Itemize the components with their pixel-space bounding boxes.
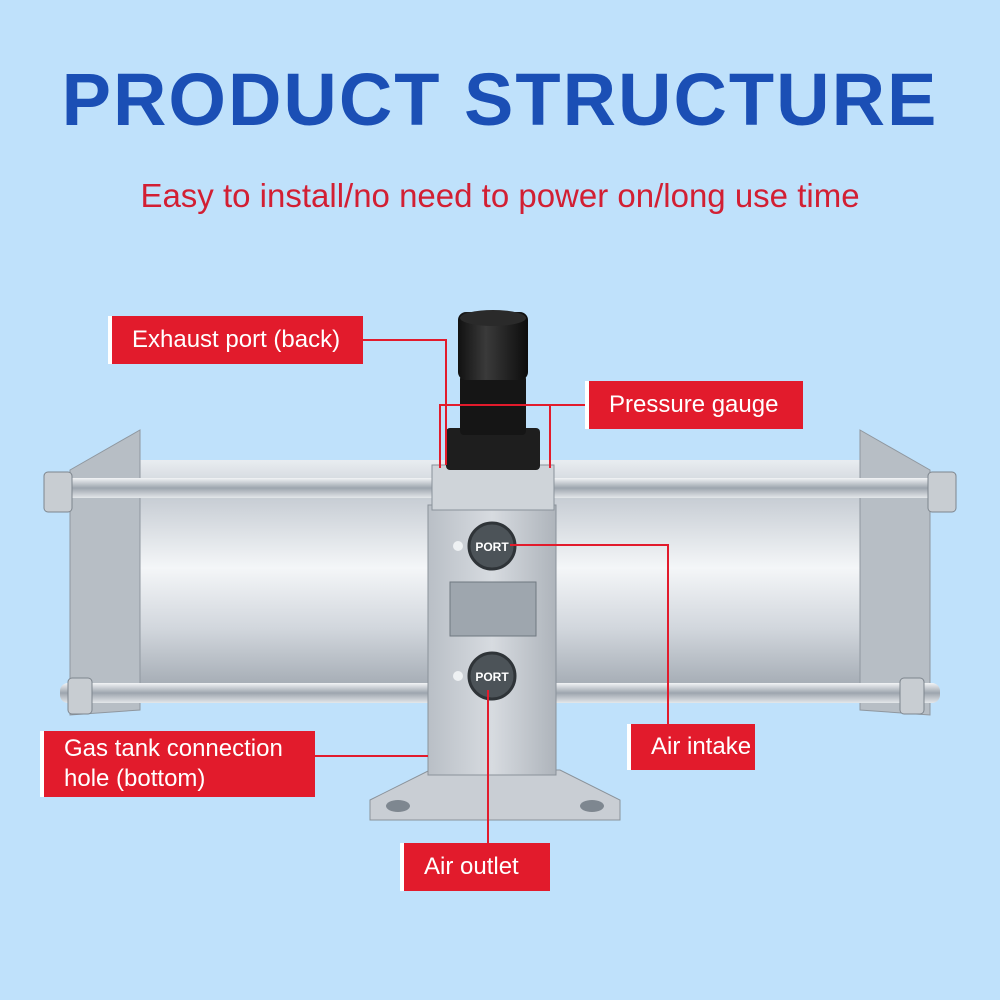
indicator-dot-top xyxy=(453,541,463,551)
indicator-dot-bottom xyxy=(453,671,463,681)
callout-air-outlet: Air outlet xyxy=(400,843,550,891)
leader-pressure-gauge-a xyxy=(439,404,585,468)
port-top-label: PORT xyxy=(475,540,509,554)
leader-lines xyxy=(315,339,669,845)
nut-bottom-left xyxy=(67,677,93,715)
nut-bottom-right xyxy=(899,677,925,715)
knob-top xyxy=(460,310,526,326)
callout-gas-tank-line1: Gas tank connection xyxy=(64,735,283,762)
regulator-knob xyxy=(458,312,528,380)
right-end-cap xyxy=(859,429,931,716)
plate-window xyxy=(449,581,537,637)
leader-air-intake xyxy=(510,544,669,730)
callout-exhaust-port: Exhaust port (back) xyxy=(108,316,363,364)
nut-top-left xyxy=(43,471,73,513)
page-subtitle: Easy to install/no need to power on/long… xyxy=(140,177,860,214)
left-end-cap xyxy=(69,429,141,716)
callout-air-intake-text: Air intake xyxy=(651,733,752,760)
port-bottom-label: PORT xyxy=(475,670,509,684)
center-block xyxy=(431,464,555,511)
foot-hole-right xyxy=(580,800,604,812)
callout-air-outlet-text: Air outlet xyxy=(424,853,519,880)
port-bottom xyxy=(467,651,517,701)
callout-air-intake: Air intake xyxy=(627,724,755,770)
regulator-base xyxy=(446,428,540,470)
leader-exhaust-port xyxy=(362,339,447,465)
nut-top-right xyxy=(927,471,957,513)
callout-gas-tank: Gas tank connection hole (bottom) xyxy=(40,731,315,797)
page-title: PRODUCT STRUCTURE xyxy=(61,58,939,141)
foot-hole-left xyxy=(386,800,410,812)
callout-gas-tank-line2: hole (bottom) xyxy=(64,765,206,792)
callout-pressure-gauge: Pressure gauge xyxy=(585,381,803,429)
callout-pressure-gauge-text: Pressure gauge xyxy=(609,391,779,418)
callout-exhaust-port-text: Exhaust port (back) xyxy=(132,326,341,353)
mounting-foot xyxy=(369,769,621,821)
